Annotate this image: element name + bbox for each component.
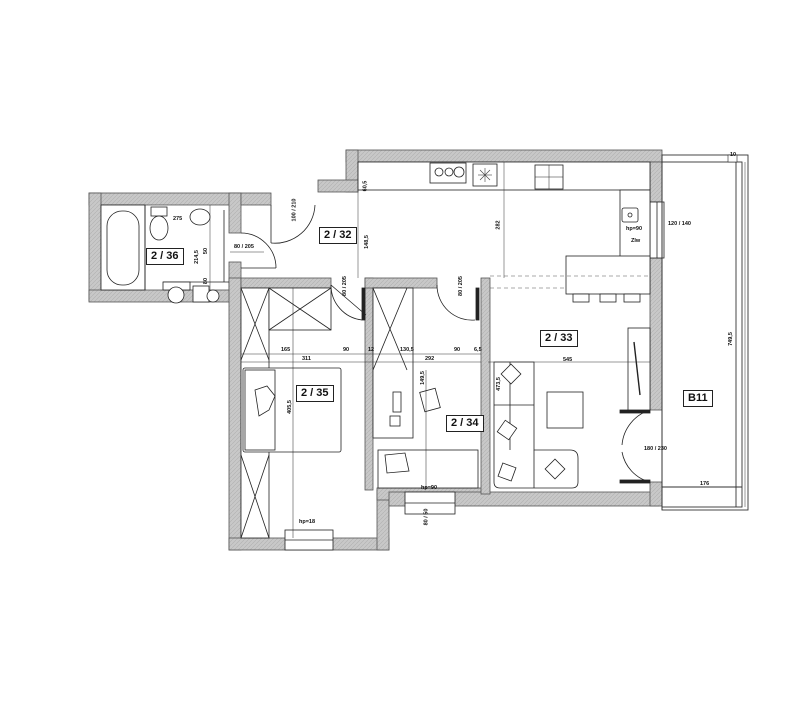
room-label-2-32: 2 / 32: [319, 227, 357, 244]
doors: [240, 204, 651, 484]
room-label-b11: B11: [683, 390, 713, 407]
dim-balcony-length: 749,5: [727, 332, 734, 346]
dim-balcony-door: 180 / 230: [644, 446, 667, 452]
dim-kitchen-sill: hp=90: [626, 226, 643, 232]
living-furniture: [493, 327, 651, 489]
dim-r35-depth: 405,5: [286, 400, 293, 414]
dim-window-2-34-sill: hp=90: [421, 485, 438, 491]
dim-door-2-34: 80 / 205: [457, 276, 464, 296]
dim-bath-toilet-width: 275: [173, 216, 183, 222]
dim-window-2-35-sill: hp=18: [299, 519, 316, 525]
dim-r34-width: 292: [425, 356, 435, 362]
dim-kitchen-unit: Zlw: [631, 238, 641, 244]
dim-window-2-34: 80 / 50: [423, 508, 430, 526]
dim-hall-depth: 148,5: [363, 235, 370, 249]
dim-r34-wardrobe: 130,5: [400, 347, 414, 353]
dim-entry-door: 100 / 210: [291, 198, 298, 222]
dim-living-width: 545: [563, 357, 573, 363]
dim-r35-door-run: 90: [343, 347, 350, 353]
room-2-34-furniture: [372, 287, 479, 489]
dim-kitchen-depth: 282: [495, 220, 502, 230]
dim-hall-kitchen-depth: 60,5: [362, 180, 369, 192]
dim-bath-door: 80 / 205: [234, 244, 254, 250]
dim-bath-depth: 214,5: [193, 250, 200, 264]
dim-bath-inner-2: 80: [203, 277, 210, 285]
windows: [284, 201, 665, 551]
room-label-2-34: 2 / 34: [446, 415, 484, 432]
dashed-lines: [490, 275, 650, 289]
room-label-2-36: 2 / 36: [146, 248, 184, 265]
dim-r35-wardrobe: 165: [281, 347, 291, 353]
room-label-2-33: 2 / 33: [540, 330, 578, 347]
room-label-2-35: 2 / 35: [296, 385, 334, 402]
dim-balcony-width: 176: [700, 481, 710, 487]
dim-window-kitchen: 120 / 140: [668, 221, 691, 227]
dimension-lines: [209, 162, 746, 507]
dim-bath-inner-1: 50: [203, 247, 210, 255]
dim-door-2-35: 80 / 205: [341, 276, 348, 296]
dim-living-sofa-depth: 473,5: [495, 377, 502, 391]
dim-r35-gap: 12: [368, 347, 375, 353]
balcony-outline: [661, 154, 749, 511]
dim-r35-width: 311: [302, 356, 311, 362]
dim-r34-gap: 6,5: [474, 347, 482, 353]
dim-balcony-top: 10: [730, 152, 737, 158]
dim-r34-depth: 149,5: [419, 371, 426, 385]
dim-r34-door-run: 90: [454, 347, 461, 353]
bathroom-fixtures: [100, 204, 229, 304]
